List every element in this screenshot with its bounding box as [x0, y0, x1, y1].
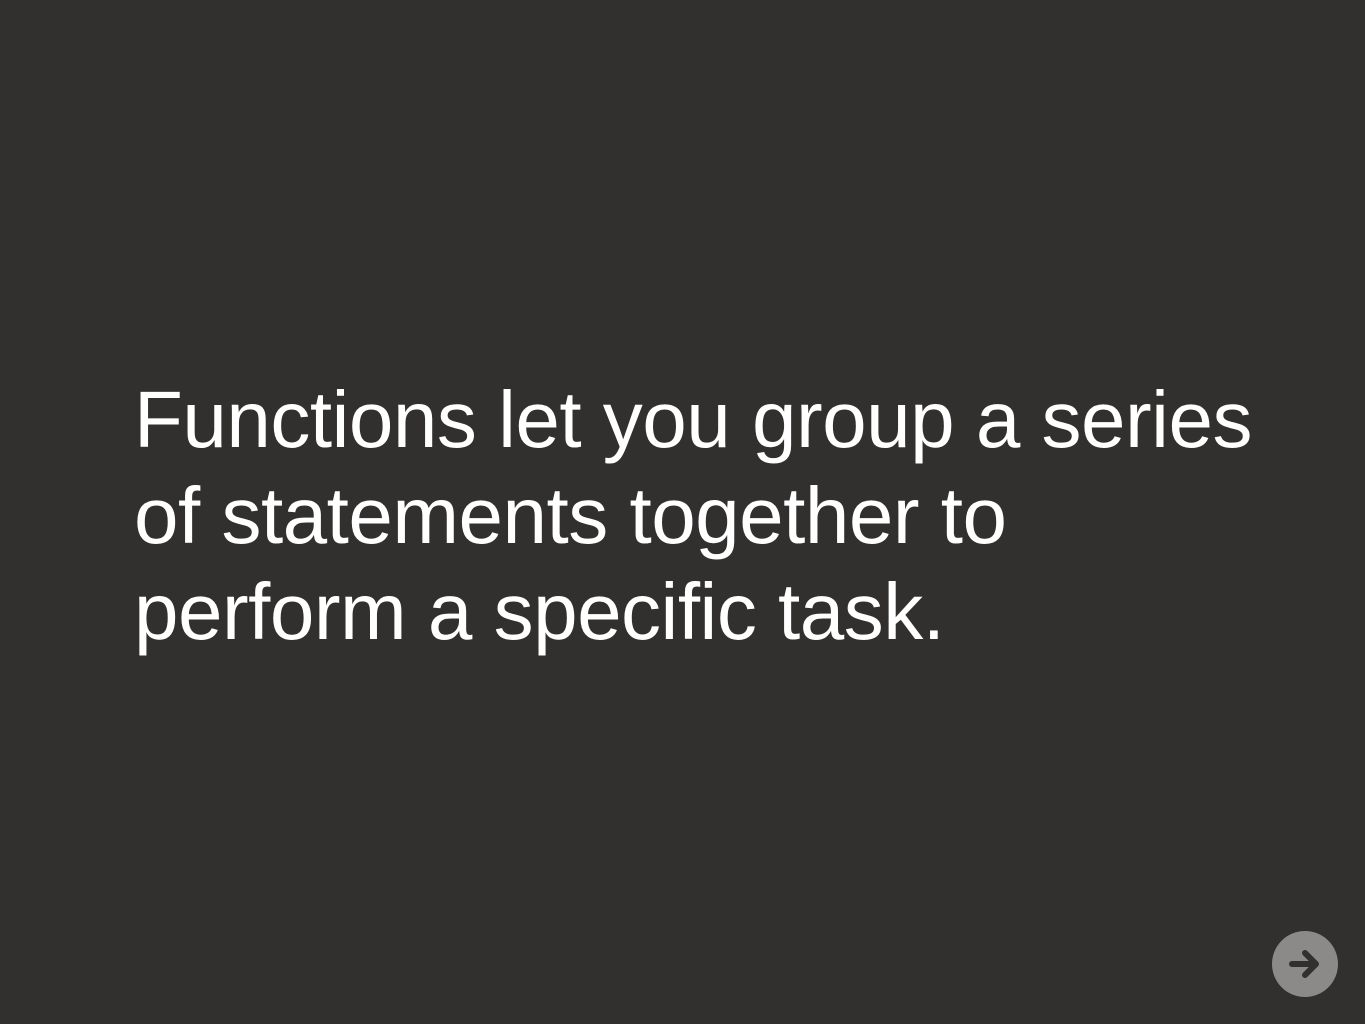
- slide-text-line-2: of statements together to: [134, 471, 1007, 560]
- slide-text-line-3: perform a specific task.: [134, 567, 945, 656]
- slide-text-line-1: Functions let you group a series: [134, 375, 1252, 464]
- slide-text: Functions let you group a series of stat…: [134, 372, 1274, 660]
- next-slide-button[interactable]: [1272, 931, 1338, 997]
- arrow-right-icon: [1285, 944, 1325, 984]
